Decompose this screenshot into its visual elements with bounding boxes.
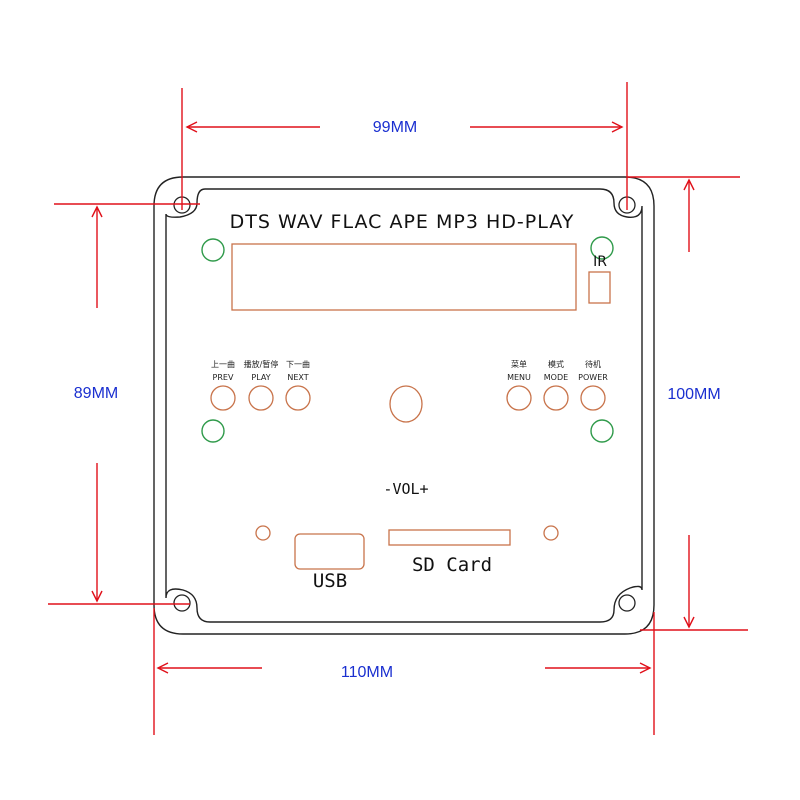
mode-button-cn-label: 模式 bbox=[548, 359, 564, 369]
dim-left-arrowhead-bottom bbox=[91, 590, 103, 603]
next-button-cn-label: 下一曲 bbox=[286, 359, 310, 369]
dim-top-arrowhead-right bbox=[611, 121, 624, 133]
dimension-lines bbox=[48, 82, 748, 735]
prev-button-cn-label: 上一曲 bbox=[211, 359, 235, 369]
led-mid-right bbox=[590, 419, 614, 443]
mode-button-label: MODE bbox=[544, 373, 568, 382]
panel-outline bbox=[153, 176, 655, 635]
ir-label: IR bbox=[593, 254, 607, 270]
volume-label: -VOL+ bbox=[383, 480, 428, 498]
dim-left-height-label: 89MM bbox=[74, 385, 118, 402]
prev-button[interactable] bbox=[210, 385, 236, 411]
dim-right-arrowhead-bottom bbox=[683, 616, 695, 629]
mount-hole-bottom-right bbox=[618, 594, 636, 612]
mount-hole-bottom-left bbox=[173, 594, 191, 612]
usb-port[interactable] bbox=[294, 533, 365, 570]
sd-card-label: SD Card bbox=[412, 554, 492, 576]
buttons-right: 菜单 MENU 模式 MODE 待机 POWER bbox=[506, 359, 608, 411]
dim-right-height-label: 100MM bbox=[667, 386, 720, 403]
play-button-label: PLAY bbox=[251, 373, 270, 382]
sd-card-slot[interactable] bbox=[388, 529, 511, 546]
led-mid-left bbox=[201, 419, 225, 443]
buttons-left: 上一曲 PREV 播放/暂停 PLAY 下一曲 NEXT bbox=[210, 359, 311, 411]
led-top-left bbox=[201, 238, 225, 262]
menu-button[interactable] bbox=[506, 385, 532, 411]
dim-right-arrowhead-top bbox=[683, 178, 695, 191]
screw-hole-left bbox=[255, 525, 271, 541]
dim-bottom-arrowhead-left bbox=[156, 662, 169, 674]
prev-button-label: PREV bbox=[213, 373, 234, 382]
power-button-cn-label: 待机 bbox=[585, 359, 601, 369]
next-button[interactable] bbox=[285, 385, 311, 411]
display-window bbox=[231, 243, 577, 311]
volume-knob[interactable] bbox=[389, 385, 423, 423]
ir-window bbox=[588, 271, 611, 304]
dim-left-arrowhead-top bbox=[91, 205, 103, 218]
dim-top-arrowhead-left bbox=[185, 121, 198, 133]
play-button[interactable] bbox=[248, 385, 274, 411]
menu-button-label: MENU bbox=[507, 373, 531, 382]
led-top-right bbox=[590, 236, 614, 260]
next-button-label: NEXT bbox=[287, 373, 308, 382]
play-button-cn-label: 播放/暂停 bbox=[244, 359, 279, 369]
usb-label: USB bbox=[313, 570, 347, 592]
led-indicators bbox=[201, 236, 614, 443]
mode-button[interactable] bbox=[543, 385, 569, 411]
dim-top-width-label: 99MM bbox=[373, 119, 417, 136]
power-button[interactable] bbox=[580, 385, 606, 411]
dim-bottom-width-label: 110MM bbox=[341, 664, 393, 681]
screw-hole-right bbox=[543, 525, 559, 541]
dim-bottom-arrowhead-right bbox=[639, 662, 652, 674]
menu-button-cn-label: 菜单 bbox=[511, 359, 527, 369]
power-button-label: POWER bbox=[578, 373, 608, 382]
panel-title: DTS WAV FLAC APE MP3 HD-PLAY bbox=[230, 211, 575, 233]
